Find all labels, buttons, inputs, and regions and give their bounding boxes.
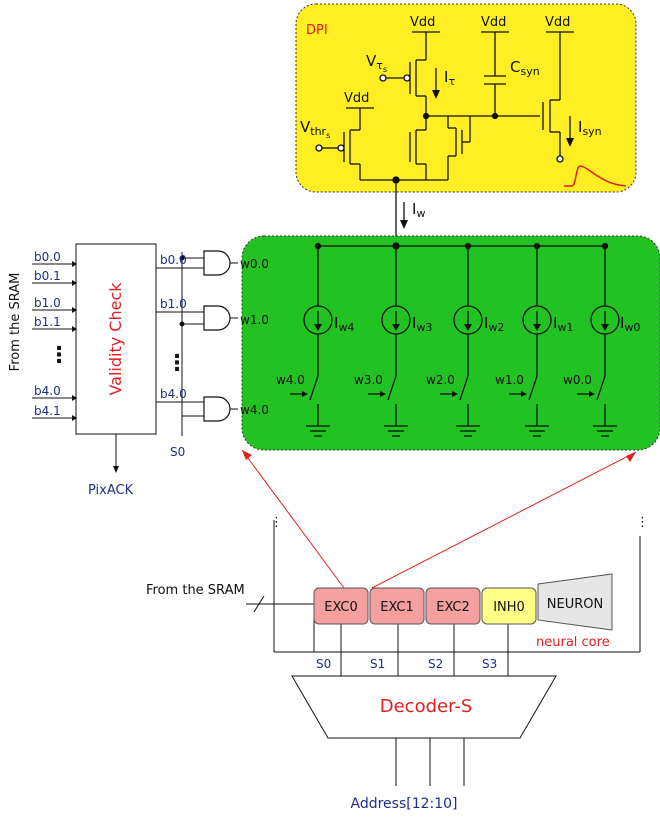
exc0-block	[313, 587, 369, 625]
weights-block	[241, 235, 660, 451]
gate-output-w0: w0.0	[240, 257, 269, 271]
exc2-label: EXC2	[436, 600, 470, 615]
validity-outputs	[115, 252, 204, 468]
current-label-w2: Iw2	[484, 314, 504, 334]
switch-label-w4: w4.0	[276, 373, 305, 387]
neural-core-label: neural core	[536, 635, 610, 650]
exc0-label: EXC0	[324, 600, 358, 615]
current-label-w3: Iw3	[412, 314, 432, 334]
dpi-block	[295, 3, 637, 193]
select-s0: S0	[316, 657, 331, 671]
validity-input-b40: b4.0	[34, 384, 61, 398]
pixack-label: PixACK	[88, 483, 134, 498]
select-s3: S3	[482, 657, 497, 671]
gate-output-w4: w4.0	[240, 403, 269, 417]
address-lines	[395, 738, 465, 786]
inh0-block	[481, 587, 537, 625]
vthr-label: Vthrs	[300, 118, 330, 140]
vdd-label-1: Vdd	[410, 15, 435, 30]
epsc-waveform	[564, 165, 627, 187]
validity-output-b00: b0.0	[160, 253, 187, 267]
exc2-block	[425, 587, 481, 625]
decoder-label: Decoder-S	[380, 696, 473, 717]
validity-input-b00: b0.0	[34, 250, 61, 264]
vtau-label: Vτs	[366, 52, 387, 74]
neuron-label: NEURON	[547, 597, 603, 612]
from-sram-label-left: From the SRAM	[8, 273, 23, 372]
validity-input-b10: b1.0	[34, 296, 61, 310]
validity-inputs-ellipsis: ⋮	[48, 343, 70, 368]
from-sram-label-core: From the SRAM	[146, 583, 245, 598]
dpi-label: DPI	[306, 23, 328, 38]
vdd-label-4: Vdd	[344, 91, 369, 106]
current-source-arrows	[302, 311, 609, 397]
inh0-label: INH0	[493, 600, 525, 615]
itau-label: Iτ	[444, 68, 455, 88]
current-label-w1: Iw1	[553, 314, 573, 334]
validity-input-b01: b0.1	[34, 269, 61, 283]
address-label: Address[12:10]	[350, 796, 457, 812]
switch-label-w1: w1.0	[495, 373, 524, 387]
dpi-wiring	[315, 31, 574, 244]
vdd-label-2: Vdd	[481, 15, 506, 30]
exc1-label: EXC1	[380, 600, 414, 615]
validity-output-b40: b4.0	[160, 387, 187, 401]
validity-check-label: Validity Check	[106, 282, 125, 396]
switch-label-w2: w2.0	[426, 373, 455, 387]
csyn-label: Csyn	[510, 58, 540, 78]
vdd-label-3: Vdd	[545, 15, 570, 30]
validity-outputs-ellipsis: ⋮	[166, 351, 188, 376]
select-s2: S2	[428, 657, 443, 671]
core-dots-right: ⋮	[636, 515, 649, 530]
validity-input-b11: b1.1	[34, 315, 61, 329]
isyn-label: Isyn	[578, 118, 602, 138]
core-dots-left: ⋮	[270, 515, 283, 530]
and-gates	[203, 250, 231, 422]
exc1-block	[369, 587, 425, 625]
s0-label-left: S0	[170, 445, 185, 459]
neuron-block	[537, 573, 613, 631]
validity-output-b10: b1.0	[160, 297, 187, 311]
switch-label-w3: w3.0	[354, 373, 383, 387]
select-s1: S1	[370, 657, 385, 671]
core-bus	[246, 520, 641, 676]
validity-inputs	[32, 263, 76, 419]
iw-label: Iw	[412, 200, 425, 220]
weights-wiring	[290, 242, 620, 437]
gate-output-w1: w1.0	[240, 313, 269, 327]
decoder-block	[291, 675, 557, 739]
switch-label-w0: w0.0	[563, 373, 592, 387]
validity-input-b41: b4.1	[34, 404, 61, 418]
current-label-w0: Iw0	[620, 314, 640, 334]
current-label-w4: Iw4	[334, 314, 354, 334]
